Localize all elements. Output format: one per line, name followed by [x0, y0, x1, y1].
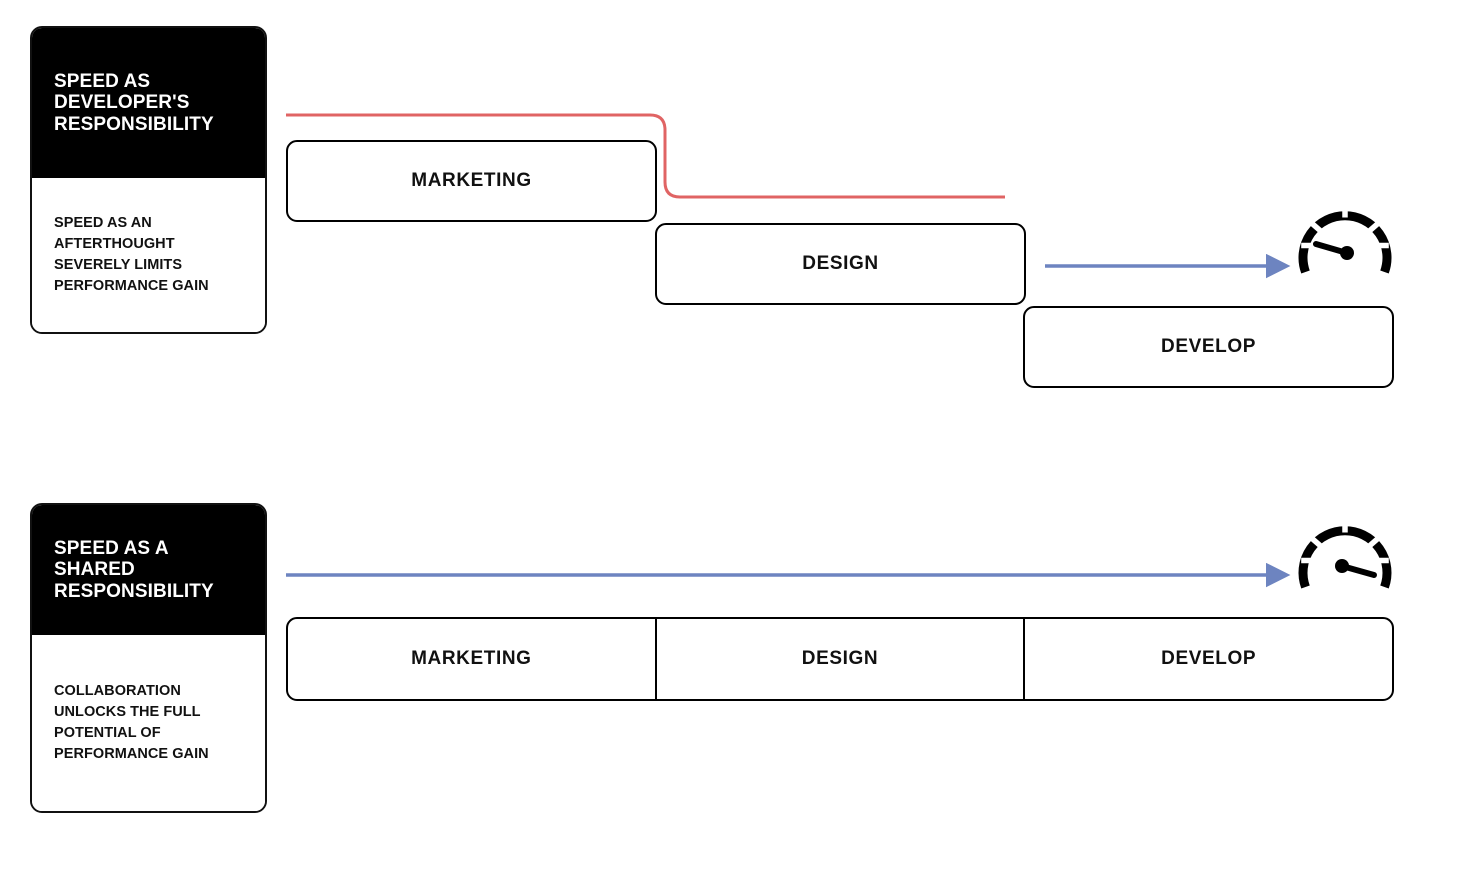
card-caption: COLLABORATION UNLOCKS THE FULL POTENTIAL… — [54, 682, 209, 763]
stage-segment-design-aligned[interactable]: DESIGN — [654, 619, 1024, 699]
card-caption: SPEED AS AN AFTERTHOUGHT SEVERELY LIMITS… — [54, 214, 209, 295]
combined-stage-bar: MARKETING DESIGN DEVELOP — [286, 617, 1394, 701]
stage-label: MARKETING — [411, 648, 532, 669]
stage-box-marketing-staggered[interactable]: MARKETING — [286, 140, 657, 222]
card-body-shared-responsibility: COLLABORATION UNLOCKS THE FULL POTENTIAL… — [32, 635, 265, 811]
speedometer-low-icon — [1298, 206, 1392, 274]
stage-box-develop-staggered[interactable]: DEVELOP — [1023, 306, 1394, 388]
stage-label: DEVELOP — [1161, 648, 1257, 669]
gauge-needle-high — [1335, 559, 1377, 578]
gauge-needle-low — [1313, 241, 1354, 260]
stage-label: DESIGN — [802, 253, 879, 274]
stage-label: DEVELOP — [1161, 336, 1256, 357]
card-header-shared-responsibility: SPEED AS A SHARED RESPONSIBILITY — [32, 505, 265, 635]
stage-box-design-staggered[interactable]: DESIGN — [655, 223, 1026, 305]
stage-label: DESIGN — [801, 648, 879, 669]
card-headline: SPEED AS A SHARED RESPONSIBILITY — [54, 538, 214, 602]
speedometer-high-icon — [1298, 521, 1392, 589]
scenario-card-shared-responsibility: SPEED AS A SHARED RESPONSIBILITY COLLABO… — [30, 503, 267, 813]
card-body-developer-responsibility: SPEED AS AN AFTERTHOUGHT SEVERELY LIMITS… — [32, 178, 265, 332]
stage-segment-marketing-aligned[interactable]: MARKETING — [288, 619, 655, 699]
card-headline: SPEED AS DEVELOPER'S RESPONSIBILITY — [54, 71, 214, 135]
stage-label: MARKETING — [411, 170, 532, 191]
stage-segment-develop-aligned[interactable]: DEVELOP — [1023, 619, 1392, 699]
card-header-developer-responsibility: SPEED AS DEVELOPER'S RESPONSIBILITY — [32, 28, 265, 178]
scenario-card-developer-responsibility: SPEED AS DEVELOPER'S RESPONSIBILITY SPEE… — [30, 26, 267, 334]
